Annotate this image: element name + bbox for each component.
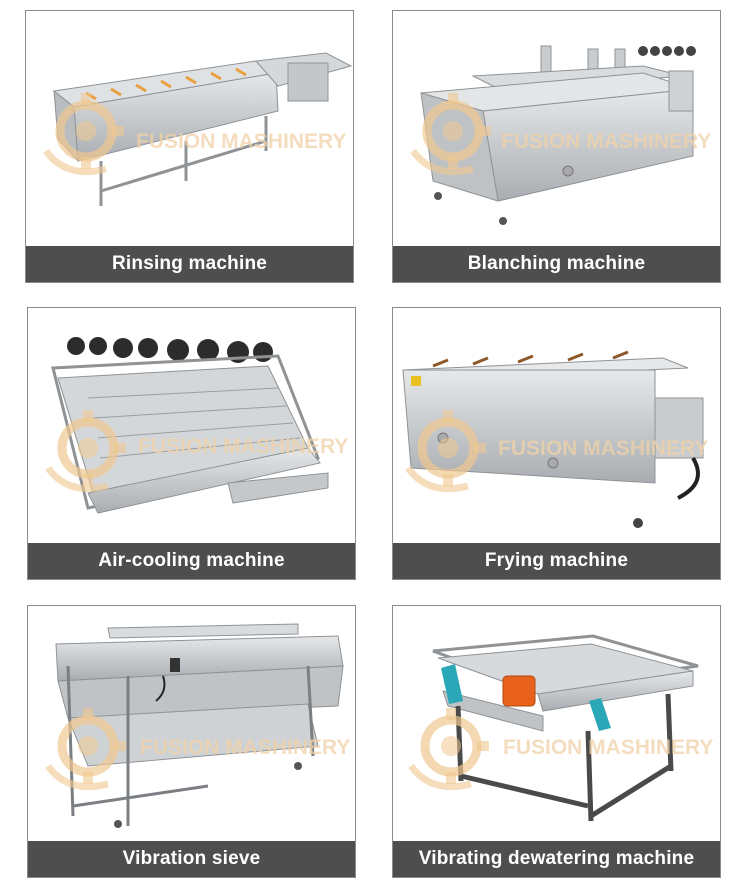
caption-air-cooling: Air-cooling machine xyxy=(28,543,355,579)
caption-rinsing: Rinsing machine xyxy=(26,246,353,282)
blanching-machine-image: FUSION MASHINERY xyxy=(393,11,720,246)
vibration-sieve-image: FUSION MASHINERY xyxy=(28,606,355,841)
caption-vibrating-dewatering: Vibrating dewatering machine xyxy=(393,841,720,877)
product-card-vibration-sieve[interactable]: FUSION MASHINERY Vibration sieve xyxy=(27,605,356,878)
rinsing-machine-image: FUSION MASHINERY xyxy=(26,11,353,246)
watermark-text: FUSION MASHINERY xyxy=(498,437,708,460)
product-card-frying[interactable]: FUSION MASHINERY Frying machine xyxy=(392,307,721,580)
caption-blanching: Blanching machine xyxy=(393,246,720,282)
watermark-text: FUSION MASHINERY xyxy=(138,435,348,458)
product-card-rinsing[interactable]: FUSION MASHINERY Rinsing machine xyxy=(25,10,354,283)
caption-frying: Frying machine xyxy=(393,543,720,579)
watermark-text: FUSION MASHINERY xyxy=(501,130,711,153)
watermark-text: FUSION MASHINERY xyxy=(136,130,346,153)
caption-vibration-sieve: Vibration sieve xyxy=(28,841,355,877)
frying-machine-image: FUSION MASHINERY xyxy=(393,308,720,543)
product-card-vibrating-dewatering[interactable]: FUSION MASHINERY Vibrating dewatering ma… xyxy=(392,605,721,878)
air-cooling-machine-image: FUSION MASHINERY xyxy=(28,308,355,543)
watermark-text: FUSION MASHINERY xyxy=(140,736,350,759)
vibrating-dewatering-machine-image: FUSION MASHINERY xyxy=(393,606,720,841)
watermark-text: FUSION MASHINERY xyxy=(503,736,713,759)
product-card-blanching[interactable]: FUSION MASHINERY Blanching machine xyxy=(392,10,721,283)
product-card-air-cooling[interactable]: FUSION MASHINERY Air-cooling machine xyxy=(27,307,356,580)
